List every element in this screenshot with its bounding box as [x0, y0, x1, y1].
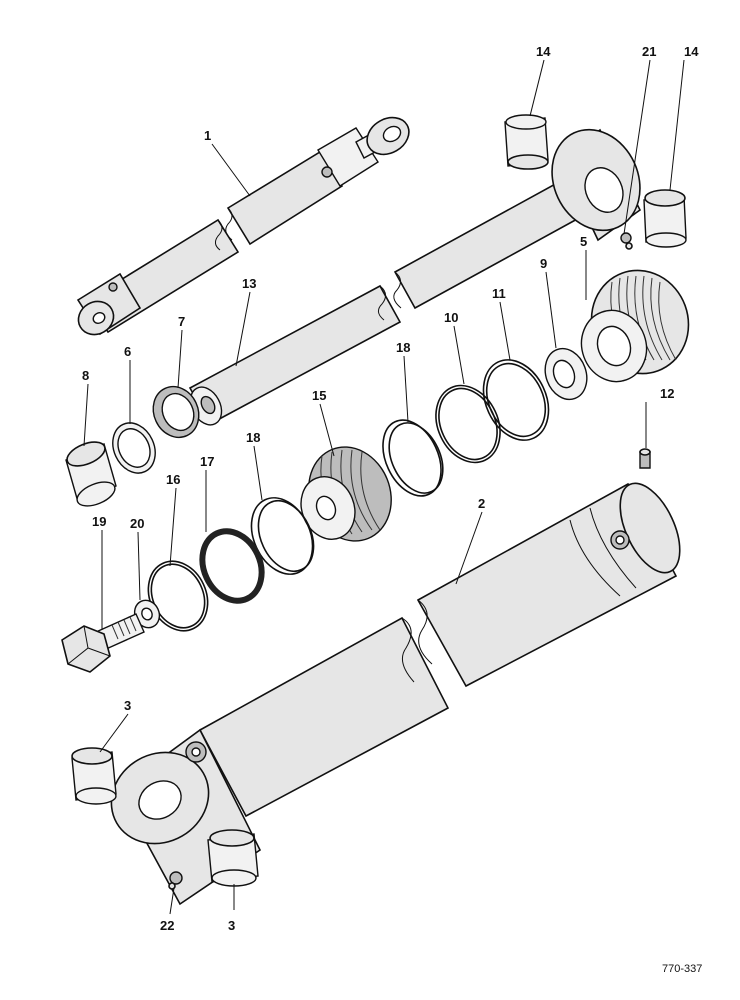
- grease-nipple-part-22: [168, 871, 183, 890]
- ring-part-10-inner: [438, 387, 498, 461]
- callout-3-upper: 3: [124, 698, 131, 713]
- bush-part-8: [65, 441, 117, 507]
- bush-part-14-right: [643, 189, 687, 248]
- piston-part-15: [300, 446, 392, 542]
- wiper-seal-part-7: [152, 385, 200, 439]
- piston-seal-part-17: [199, 528, 265, 604]
- callout-9: 9: [540, 256, 547, 271]
- callout-3-lower: 3: [228, 918, 235, 933]
- grease-nipple-part-21: [620, 232, 633, 250]
- callout-2: 2: [478, 496, 485, 511]
- cylinder-barrel-part-2: [110, 482, 681, 906]
- callout-6: 6: [124, 344, 131, 359]
- callout-11: 11: [492, 286, 506, 301]
- gland-part-5: [580, 269, 690, 383]
- seal-part-6: [112, 422, 156, 474]
- callout-20: 20: [130, 516, 144, 531]
- callout-14-right: 14: [684, 44, 699, 59]
- callout-5: 5: [580, 234, 587, 249]
- callout-10: 10: [444, 310, 458, 325]
- seal-ring-part-11: [482, 359, 550, 441]
- bolt-part-19: [61, 613, 145, 673]
- callout-8: 8: [82, 368, 89, 383]
- callout-14-left: 14: [536, 44, 551, 59]
- callout-12: 12: [660, 386, 674, 401]
- callout-18-lower: 18: [246, 430, 260, 445]
- callout-7: 7: [178, 314, 185, 329]
- wear-ring-part-18-lower-inner: [257, 500, 315, 572]
- callout-13: 13: [242, 276, 256, 291]
- bush-part-3-upper: [71, 747, 117, 805]
- callout-16: 16: [166, 472, 180, 487]
- callout-labels: 1 2 3 3 5 6 7 8 9 10 11 12 13 14 14 15 1…: [82, 44, 702, 975]
- callout-19: 19: [92, 514, 106, 529]
- wear-ring-part-18-upper: [382, 419, 442, 497]
- wear-ring-part-18-upper-inner: [388, 422, 444, 494]
- piston-rod-part-13: [188, 128, 642, 426]
- leader-lines: [83, 59, 685, 915]
- cylinder-assembly-part-1: [76, 116, 410, 336]
- callout-17: 17: [200, 454, 214, 469]
- callout-18-upper: 18: [396, 340, 410, 355]
- callout-1: 1: [204, 128, 211, 143]
- grub-screw-part-12: [639, 448, 651, 469]
- callout-21: 21: [642, 44, 656, 59]
- bush-part-3-lower: [207, 829, 259, 887]
- bush-part-14-left: [504, 114, 549, 170]
- bush-part-9: [544, 347, 588, 401]
- ring-part-10: [435, 384, 501, 464]
- callout-22: 22: [160, 918, 174, 933]
- drawing-reference-code: 770-337: [662, 963, 702, 975]
- callout-15: 15: [312, 388, 326, 403]
